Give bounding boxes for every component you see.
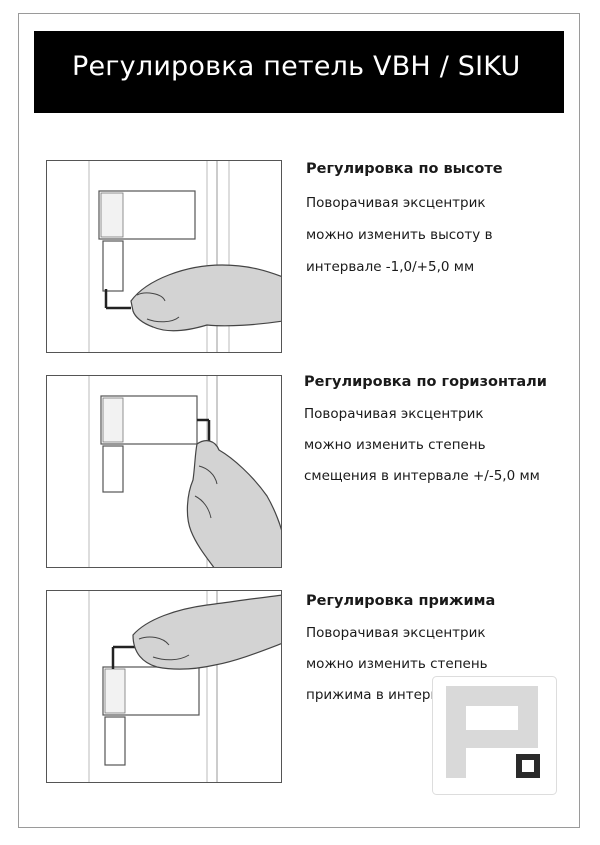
company-logo xyxy=(432,676,557,795)
section-text-line: смещения в интервале +/-5,0 мм xyxy=(304,468,540,484)
section-text-line: Поворачивая эксцентрик xyxy=(306,625,486,641)
section-title-horizontal: Регулировка по горизонтали xyxy=(304,374,547,390)
page-title: Регулировка петель VBH / SIKU xyxy=(72,51,521,82)
section-text-line: Поворачивая эксцентрик xyxy=(304,406,484,422)
section-text-line: Поворачивая эксцентрик xyxy=(306,195,486,211)
hinge-height-illustration xyxy=(46,160,282,353)
header-bar: Регулировка петель VBH / SIKU xyxy=(34,31,564,113)
section-title-height: Регулировка по высоте xyxy=(306,161,503,177)
section-text-line: можно изменить высоту в xyxy=(306,227,493,243)
section-text-line: можно изменить степень xyxy=(306,656,488,672)
section-title-pressure: Регулировка прижима xyxy=(306,593,496,609)
section-text-line: интервале -1,0/+5,0 мм xyxy=(306,259,475,275)
page-frame xyxy=(18,13,580,828)
hinge-horizontal-illustration xyxy=(46,375,282,568)
hinge-pressure-illustration xyxy=(46,590,282,783)
section-text-line: можно изменить степень xyxy=(304,437,486,453)
